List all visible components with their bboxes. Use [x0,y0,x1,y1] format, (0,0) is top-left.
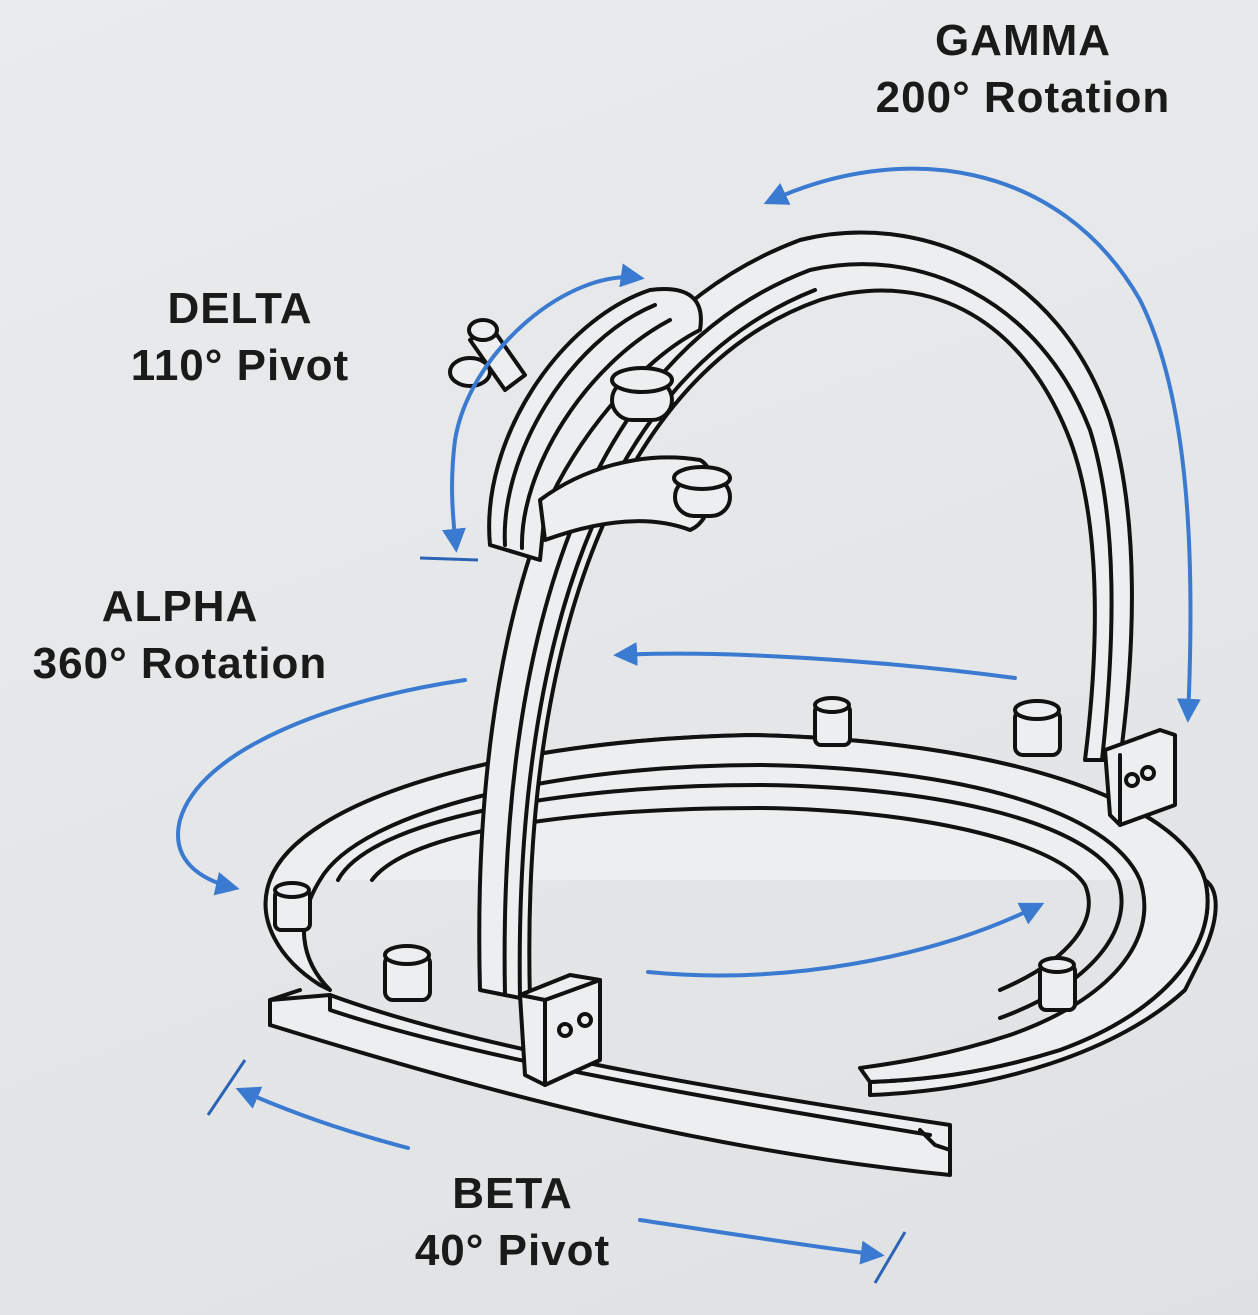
arch-block-front [518,973,602,1087]
delta-name: DELTA [167,284,313,333]
beta-track [268,988,952,1177]
knob [383,944,432,1002]
alpha-name: ALPHA [101,582,259,631]
knob [610,366,674,422]
alpha-arrow [176,642,1045,978]
delta-value: 110° Pivot [130,341,350,390]
alpha-value: 360° Rotation [32,639,328,688]
gamma-arrow [763,166,1201,723]
delta-label: DELTA 110° Pivot [110,280,370,394]
knob [672,465,732,518]
beta-label: BETA 40° Pivot [395,1165,630,1279]
adjust-screw [448,318,527,392]
gamma-name: GAMMA [934,16,1112,65]
knob [273,881,312,932]
beta-value: 40° Pivot [414,1226,611,1275]
knob [813,696,852,747]
beta-name: BETA [452,1169,573,1218]
delta-arrow [419,263,645,562]
alpha-label: ALPHA 360° Rotation [10,578,350,692]
gamma-value: 200° Rotation [875,73,1171,122]
arch-block-rear [1103,728,1177,827]
gamma-label: GAMMA 200° Rotation [858,12,1188,126]
beta-arrow [206,1059,907,1284]
knob [1038,956,1077,1012]
knob [1013,699,1062,757]
